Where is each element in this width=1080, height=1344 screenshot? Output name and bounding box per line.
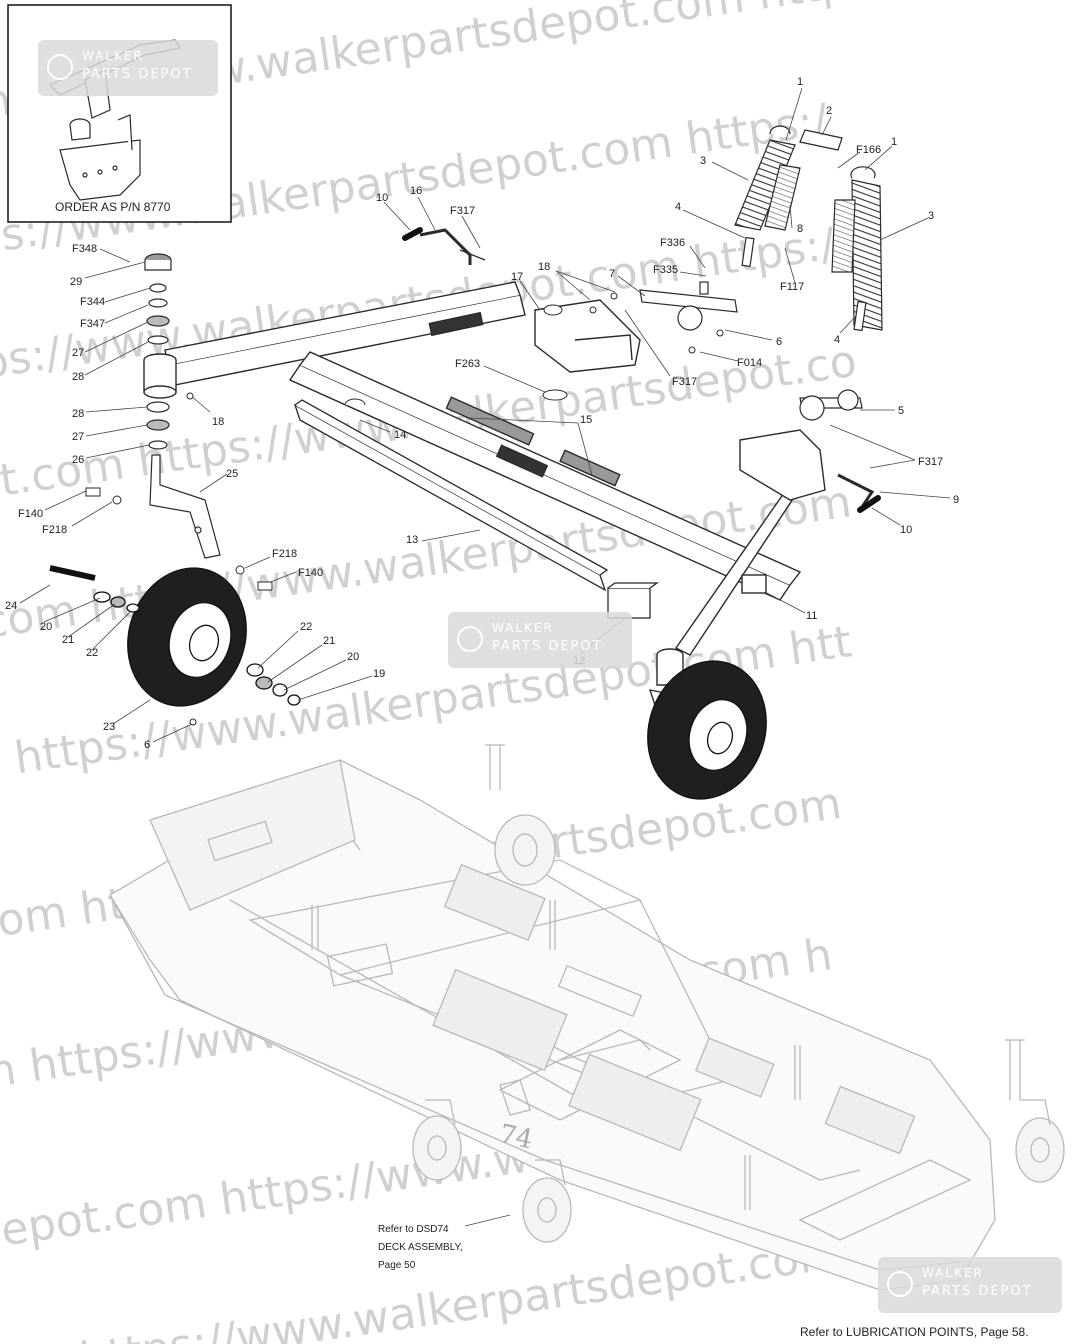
reference-line-1: Refer to DSD74: [378, 1224, 449, 1235]
callout-F348: F348: [72, 243, 97, 255]
callout-4: 4: [834, 334, 840, 346]
callout-29: 29: [70, 276, 82, 288]
callout-3: 3: [928, 210, 934, 222]
brand-badge-middle: WALKER PARTS DEPOT: [448, 612, 632, 668]
callout-20: 20: [40, 621, 52, 633]
badge-title: WALKER: [922, 1266, 984, 1280]
callout-21: 21: [62, 634, 74, 646]
callout-6: 6: [144, 739, 150, 751]
callout-11: 11: [806, 610, 817, 622]
callout-F317: F317: [672, 376, 697, 388]
callout-25: 25: [226, 468, 238, 480]
square-tube: [293, 399, 660, 619]
callout-F140: F140: [298, 567, 323, 579]
callout-F117: F117: [780, 281, 804, 293]
callout-F218: F218: [272, 548, 297, 560]
callout-1: 1: [797, 76, 803, 88]
callout-F347: F347: [80, 318, 105, 330]
callout-18: 18: [538, 261, 550, 273]
badge-title: WALKER: [492, 621, 554, 635]
callout-17: 17: [511, 271, 523, 283]
badge-subtitle: PARTS DEPOT: [492, 639, 603, 654]
leader-lines: [19, 87, 951, 1227]
callout-F344: F344: [80, 296, 105, 308]
callout-13: 13: [406, 534, 418, 546]
badge-subtitle: PARTS DEPOT: [922, 1284, 1033, 1299]
callout-labels: 1 2 F166 1 3 3 4 8 F336 F335 F117 4 10 1…: [5, 76, 959, 751]
reference-line-2: DECK ASSEMBLY,: [378, 1242, 463, 1253]
callout-F317: F317: [450, 205, 475, 217]
callout-F335: F335: [653, 264, 678, 276]
callout-F336: F336: [660, 237, 685, 249]
hardware-details: [85, 292, 724, 726]
callout-9: 9: [953, 494, 959, 506]
callout-F166: F166: [856, 144, 881, 156]
badge-subtitle: PARTS DEPOT: [82, 67, 193, 82]
callout-16: 16: [410, 185, 422, 197]
callout-19: 19: [373, 668, 385, 680]
deck-model-number: 74: [497, 1119, 536, 1155]
springs-group: [639, 125, 883, 421]
callout-10: 10: [900, 524, 912, 536]
wheel-right-assembly: [647, 660, 767, 800]
spindle-stack: [144, 253, 221, 559]
callout-3: 3: [700, 155, 706, 167]
callout-14: 14: [394, 429, 406, 441]
callout-21: 21: [323, 635, 335, 647]
main-frame: [143, 281, 826, 746]
wheel-left-assembly: [49, 565, 301, 707]
callout-F218: F218: [42, 524, 67, 536]
callout-22: 22: [300, 621, 312, 633]
brand-badge-bottom: WALKER PARTS DEPOT: [878, 1257, 1062, 1313]
callout-18: 18: [212, 416, 224, 428]
callout-28: 28: [72, 371, 84, 383]
callout-22: 22: [86, 647, 98, 659]
callout-F317: F317: [918, 456, 943, 468]
callout-10: 10: [376, 192, 388, 204]
callout-23: 23: [103, 721, 115, 733]
callout-8: 8: [797, 223, 803, 235]
callout-F140: F140: [18, 508, 43, 520]
inset-panel: ORDER AS P/N 8770: [7, 4, 232, 223]
callout-5: 5: [898, 405, 904, 417]
pin-handles: [402, 227, 881, 513]
callout-26: 26: [72, 454, 84, 466]
callout-6: 6: [776, 336, 782, 348]
callout-20: 20: [347, 651, 359, 663]
callout-7: 7: [609, 268, 615, 280]
callout-24: 24: [5, 600, 17, 612]
deck-reference-note: Refer to DSD74 DECK ASSEMBLY, Page 50: [378, 1224, 463, 1271]
callout-F014: F014: [737, 357, 762, 369]
reference-line-3: Page 50: [378, 1260, 416, 1271]
callout-2: 2: [826, 105, 832, 117]
callout-15: 15: [580, 414, 592, 426]
callout-4: 4: [675, 201, 681, 213]
inset-caption: ORDER AS P/N 8770: [55, 200, 171, 214]
callout-27: 27: [72, 431, 84, 443]
callout-27: 27: [72, 347, 84, 359]
callout-28: 28: [72, 408, 84, 420]
callout-1: 1: [891, 136, 897, 148]
deck-assembly-ghost: [109, 744, 1065, 1291]
badge-title: WALKER: [82, 49, 144, 63]
footer-lubrication-reference: Refer to LUBRICATION POINTS, Page 58.: [800, 1325, 1029, 1339]
brand-badge-top: WALKER PARTS DEPOT: [38, 40, 218, 96]
callout-F263: F263: [455, 358, 480, 370]
